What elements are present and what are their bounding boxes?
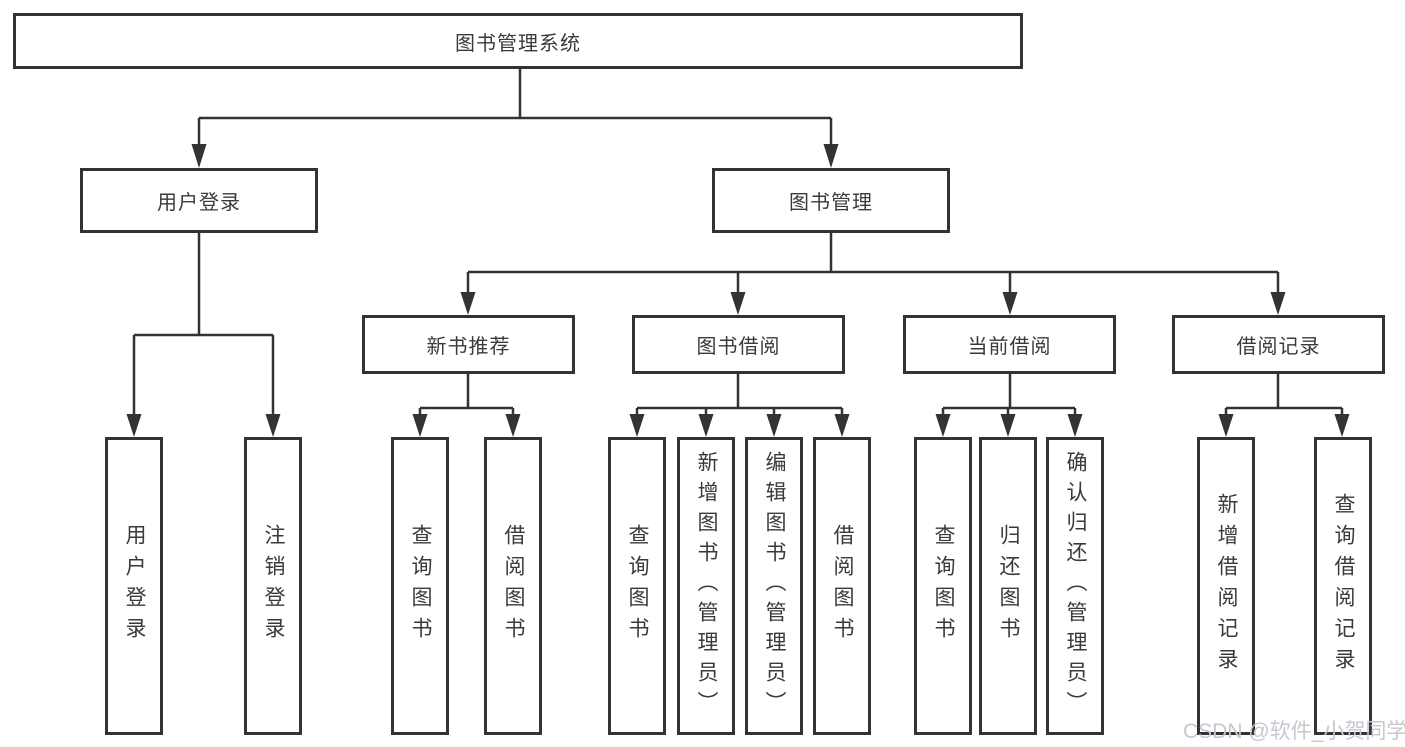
leaf-label: 借阅图书 <box>831 524 855 648</box>
leaf-add-borrow-record: 新增借阅记录 <box>1197 437 1255 735</box>
leaf-logout: 注销登录 <box>244 437 302 735</box>
node-borrow-records: 借阅记录 <box>1172 315 1385 374</box>
leaf-edit-book-admin: 编辑图书（管理员） <box>745 437 803 735</box>
leaf-add-book-admin: 新增图书（管理员） <box>677 437 735 735</box>
node-label: 图书借阅 <box>696 336 781 358</box>
leaf-label: 确认归还（管理员） <box>1064 451 1088 721</box>
node-label: 图书管理 <box>789 192 873 214</box>
leaf-borrow-book: 借阅图书 <box>813 437 871 735</box>
leaf-query-borrow-record: 查询借阅记录 <box>1314 437 1372 735</box>
leaf-label: 编辑图书（管理员） <box>763 451 787 721</box>
node-book-borrow: 图书借阅 <box>632 315 845 374</box>
leaf-label: 注销登录 <box>262 524 286 648</box>
node-root-label: 图书管理系统 <box>455 32 581 55</box>
node-label: 借阅记录 <box>1236 336 1321 358</box>
leaf-label: 新增图书（管理员） <box>695 451 719 721</box>
node-user-login-module: 用户登录 <box>80 168 318 233</box>
node-label: 新书推荐 <box>426 336 511 358</box>
leaf-query-book-borrow: 查询图书 <box>608 437 666 735</box>
node-label: 用户登录 <box>157 192 241 214</box>
leaf-user-login: 用户登录 <box>105 437 163 735</box>
node-label: 当前借阅 <box>967 336 1052 358</box>
csdn-watermark: CSDN @软件_小贺同学 <box>1183 720 1405 743</box>
leaf-confirm-return-admin: 确认归还（管理员） <box>1046 437 1104 735</box>
leaf-query-book-recommend: 查询图书 <box>391 437 449 735</box>
connector-lines <box>132 69 1344 418</box>
arrowheads <box>126 144 1350 437</box>
leaf-query-book-current: 查询图书 <box>914 437 972 735</box>
leaf-label: 借阅图书 <box>502 524 526 648</box>
leaf-borrow-book-recommend: 借阅图书 <box>484 437 542 735</box>
node-book-management-module: 图书管理 <box>712 168 950 233</box>
leaf-label: 查询借阅记录 <box>1332 493 1356 679</box>
leaf-label: 查询图书 <box>409 524 433 648</box>
node-new-book-recommend: 新书推荐 <box>362 315 575 374</box>
leaf-label: 用户登录 <box>123 524 147 648</box>
node-root-system: 图书管理系统 <box>13 13 1023 69</box>
node-current-borrow: 当前借阅 <box>903 315 1116 374</box>
leaf-label: 查询图书 <box>932 524 956 648</box>
leaf-return-book: 归还图书 <box>979 437 1037 735</box>
leaf-label: 查询图书 <box>626 524 650 648</box>
leaf-label: 归还图书 <box>997 524 1021 648</box>
leaf-label: 新增借阅记录 <box>1215 493 1239 679</box>
